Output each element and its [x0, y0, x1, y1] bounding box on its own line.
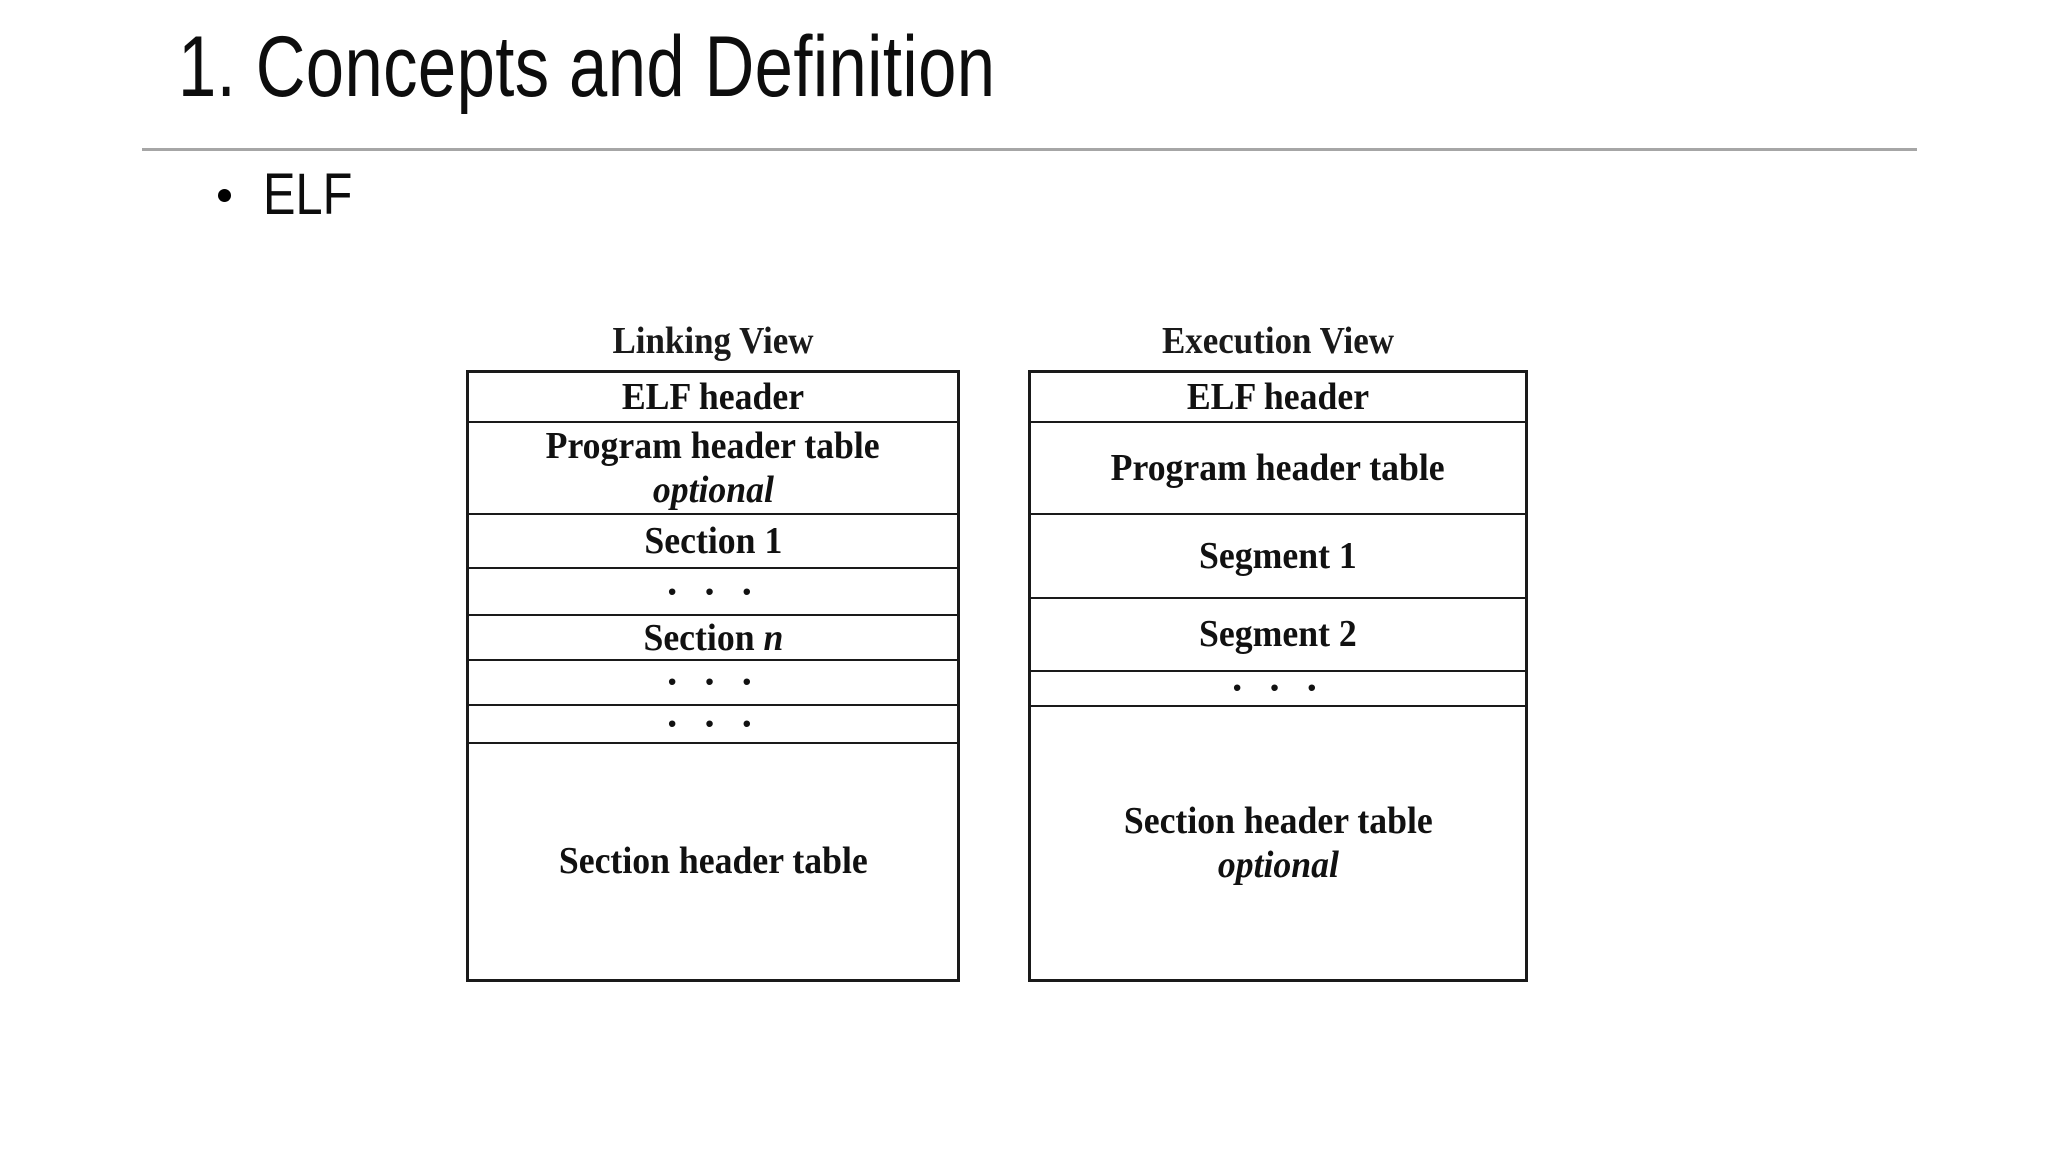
ellipsis-marker: · · · [665, 568, 761, 614]
page-title: 1. Concepts and Definition [178, 19, 996, 115]
table-row: · · · [469, 661, 957, 706]
row-label: Section header table [558, 840, 868, 883]
table-row: · · · [1031, 672, 1525, 707]
ellipsis-marker: · · · [665, 705, 761, 744]
table-row: Segment 1 [1031, 515, 1525, 599]
row-label: ELF header [1186, 375, 1370, 418]
row-label: Section n [643, 616, 783, 659]
row-label: Segment 2 [1199, 613, 1357, 656]
table-row: Section 1 [469, 515, 957, 569]
row-label: Segment 1 [1199, 534, 1357, 577]
row-label: Section 1 [644, 519, 782, 562]
bullet-item-elf: ELF [218, 160, 369, 230]
table-row: ELF header [469, 373, 957, 423]
title-divider [142, 148, 1917, 151]
row-label: ELF header [621, 375, 805, 418]
row-sublabel: optional [652, 468, 774, 511]
table-row: Program header table [1031, 423, 1525, 515]
row-sublabel: optional [1217, 843, 1339, 886]
ellipsis-marker: · · · [1230, 672, 1326, 707]
row-label: Program header table [546, 424, 880, 467]
row-label: Section header table [1123, 799, 1433, 842]
table-row: · · · [469, 569, 957, 617]
row-label-italic-part: n [763, 616, 783, 659]
linking-view-caption: Linking View [612, 320, 814, 362]
table-row: Section n [469, 616, 957, 662]
bullet-dot-icon [218, 188, 231, 202]
ellipsis-marker: · · · [665, 661, 761, 705]
row-label: Program header table [1111, 446, 1445, 489]
execution-view-caption: Execution View [1161, 320, 1395, 362]
table-row: ELF header [1031, 373, 1525, 423]
table-row: · · · [469, 706, 957, 744]
table-row: Segment 2 [1031, 599, 1525, 672]
bullet-item-label: ELF [263, 162, 353, 227]
table-row: Section header table [469, 744, 957, 979]
